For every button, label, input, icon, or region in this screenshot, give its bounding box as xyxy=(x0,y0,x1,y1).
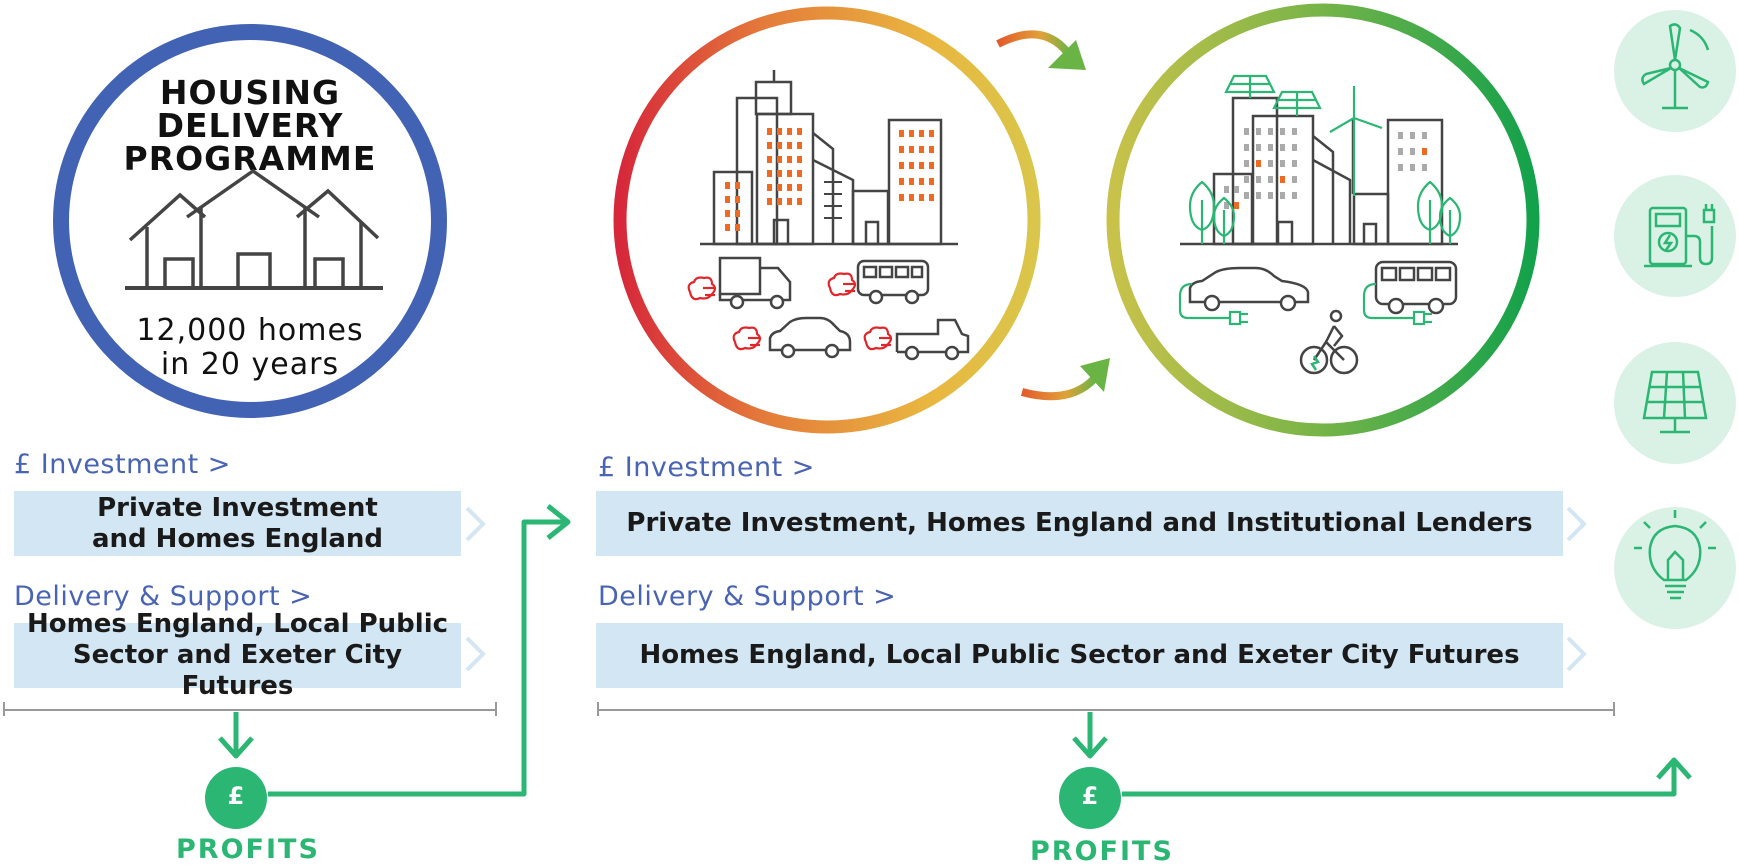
profits-label-left: PROFITS xyxy=(176,834,320,865)
transition-arrow-top xyxy=(996,30,1086,70)
exhaust-emission-icons xyxy=(687,272,893,351)
profit-circle-left xyxy=(205,767,267,829)
solar-roof-panels-icon xyxy=(1224,74,1322,116)
left-delivery-line-1: Homes England, Local Public xyxy=(26,609,449,639)
houses-icon xyxy=(125,168,383,290)
future-city-windows-orange xyxy=(1234,148,1427,209)
transition-arrow-bottom xyxy=(1020,358,1110,401)
future-city-buildings-icon xyxy=(1180,96,1458,246)
truck-icon xyxy=(718,256,792,310)
profit-flow-arrows xyxy=(218,504,1692,797)
pickup-truck-icon xyxy=(895,318,970,361)
flow-chevrons xyxy=(465,506,1587,672)
right-delivery-label: Delivery & Support > xyxy=(598,581,897,612)
profit-symbol-left: £ xyxy=(227,782,245,810)
tree-icons xyxy=(1188,180,1462,244)
charging-cable-icons xyxy=(1178,282,1432,326)
cyclist-icon xyxy=(1299,309,1359,375)
bus-icon-current xyxy=(856,259,930,305)
left-delivery-box: Homes England, Local Public Sector and E… xyxy=(14,609,461,701)
right-investment-label: £ Investment > xyxy=(598,452,815,483)
left-investment-label: £ Investment > xyxy=(14,449,231,480)
car-icon-current xyxy=(768,316,852,359)
wind-turbine-icon xyxy=(1641,23,1710,110)
profits-label-right: PROFITS xyxy=(1030,836,1174,867)
homes-count: 12,000 homes in 20 years xyxy=(100,314,400,382)
left-investment-line-1: Private Investment xyxy=(97,492,378,523)
profit-symbol-right: £ xyxy=(1081,782,1099,810)
future-city-ring xyxy=(1106,3,1540,437)
divider-lines xyxy=(3,702,1615,716)
housing-title-line-3: PROGRAMME xyxy=(123,139,377,178)
homes-count-line-1: 12,000 homes xyxy=(136,313,364,348)
homes-count-line-2: in 20 years xyxy=(160,347,340,382)
ev-charger-icon xyxy=(1644,204,1716,268)
electric-car-icon xyxy=(1188,266,1310,312)
current-city-windows xyxy=(725,128,934,231)
current-city-buildings-icon xyxy=(700,70,958,246)
left-delivery-label: Delivery & Support > xyxy=(14,581,313,612)
current-city-ring xyxy=(613,6,1041,434)
right-investment-box: Private Investment, Homes England and In… xyxy=(596,491,1563,556)
left-investment-line-2: and Homes England xyxy=(91,523,384,554)
right-delivery-text: Homes England, Local Public Sector and E… xyxy=(639,640,1520,670)
wind-turbine-city-icon xyxy=(1329,86,1383,196)
housing-title-line-1: HOUSING xyxy=(159,73,341,112)
housing-title: HOUSING DELIVERY PROGRAMME xyxy=(100,76,400,175)
right-delivery-box: Homes England, Local Public Sector and E… xyxy=(596,623,1563,688)
profit-circle-right xyxy=(1059,767,1121,829)
housing-title-line-2: DELIVERY xyxy=(156,106,344,145)
left-investment-box: Private Investment and Homes England xyxy=(14,491,461,556)
current-city-windows-grey xyxy=(824,181,842,219)
right-investment-text: Private Investment, Homes England and In… xyxy=(626,508,1533,538)
solar-panel-icon xyxy=(1642,370,1708,434)
lightbulb-icon xyxy=(1634,510,1716,600)
left-delivery-line-2: Sector and Exeter City Futures xyxy=(72,640,403,701)
